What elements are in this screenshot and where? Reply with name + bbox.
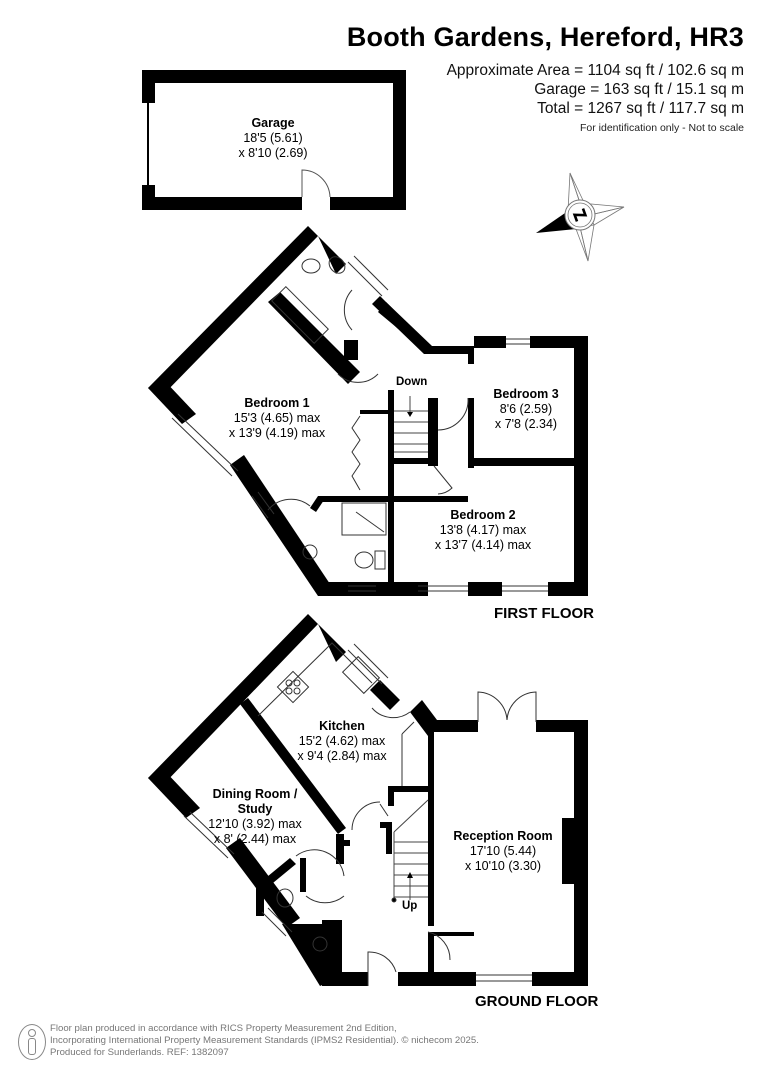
room-kitchen: Kitchen 15'2 (4.62) max x 9'4 (2.84) max (297, 719, 386, 764)
room-name: Bedroom 2 (450, 508, 516, 522)
approximate-area: Approximate Area = 1104 sq ft / 102.6 sq… (446, 62, 744, 79)
stairs-down-label: Down (396, 376, 428, 388)
room-dimension: x 9'4 (2.84) max (297, 749, 387, 763)
room-garage: Garage 18'5 (5.61) x 8'10 (2.69) (238, 116, 307, 161)
disclaimer: For identification only - Not to scale (580, 122, 744, 134)
room-dimension: x 10'10 (3.30) (464, 859, 542, 873)
room-dimension: x 13'9 (4.19) max (228, 426, 326, 440)
room-name: Kitchen (319, 719, 365, 733)
stairs-up-label: Up (402, 900, 418, 912)
room-dimension: 17'10 (5.44) (469, 844, 537, 858)
room-dimension: 18'5 (5.61) (243, 131, 303, 145)
room-dimension: x 7'8 (2.34) (494, 417, 558, 431)
room-dimension: x 8' (2.44) max (213, 832, 297, 846)
room-dining-study: Dining Room / Study 12'10 (3.92) max x 8… (208, 787, 301, 847)
room-dimension: 15'2 (4.62) max (298, 734, 386, 748)
person-info-icon (18, 1024, 46, 1060)
first-floor-fixtures (171, 255, 548, 592)
ground-floor-fixtures (183, 642, 537, 986)
room-name: Bedroom 1 (244, 396, 310, 410)
room-name: Dining Room / (212, 787, 298, 801)
property-title: Booth Gardens, Hereford, HR3 (346, 22, 744, 52)
room-dimension: 12'10 (3.92) max (208, 817, 302, 831)
footer-line: Incorporating International Property Mea… (50, 1035, 479, 1046)
room-name: Bedroom 3 (493, 387, 559, 401)
room-bedroom-3: Bedroom 3 8'6 (2.59) x 7'8 (2.34) (493, 387, 558, 432)
room-dimension: 15'3 (4.65) max (233, 411, 321, 425)
compass-north-icon (536, 172, 625, 262)
room-name: Reception Room (453, 829, 553, 843)
room-dimension: x 13'7 (4.14) max (434, 538, 532, 552)
room-reception: Reception Room 17'10 (5.44) x 10'10 (3.3… (453, 829, 552, 874)
ground-floor-walls (148, 614, 588, 986)
first-floor-walls (148, 226, 588, 596)
footer-line: Floor plan produced in accordance with R… (50, 1023, 397, 1034)
room-bedroom-2: Bedroom 2 13'8 (4.17) max x 13'7 (4.14) … (435, 508, 531, 553)
total-area: Total = 1267 sq ft / 117.7 sq m (537, 100, 744, 117)
room-dimension: x 8'10 (2.69) (238, 146, 308, 160)
garage-walls (142, 70, 406, 210)
first-floor-label: FIRST FLOOR (494, 605, 594, 622)
room-dimension: 13'8 (4.17) max (439, 523, 527, 537)
room-dimension: 8'6 (2.59) (499, 402, 553, 416)
footer-notes: Floor plan produced in accordance with R… (50, 1023, 479, 1059)
room-name-line2: Study (237, 802, 273, 816)
footer-line: Produced for Sunderlands. REF: 1382097 (50, 1047, 229, 1058)
room-name: Garage (251, 116, 295, 130)
room-bedroom-1: Bedroom 1 15'3 (4.65) max x 13'9 (4.19) … (229, 396, 325, 441)
garage-area: Garage = 163 sq ft / 15.1 sq m (534, 81, 744, 98)
ground-floor-label: GROUND FLOOR (475, 993, 599, 1010)
